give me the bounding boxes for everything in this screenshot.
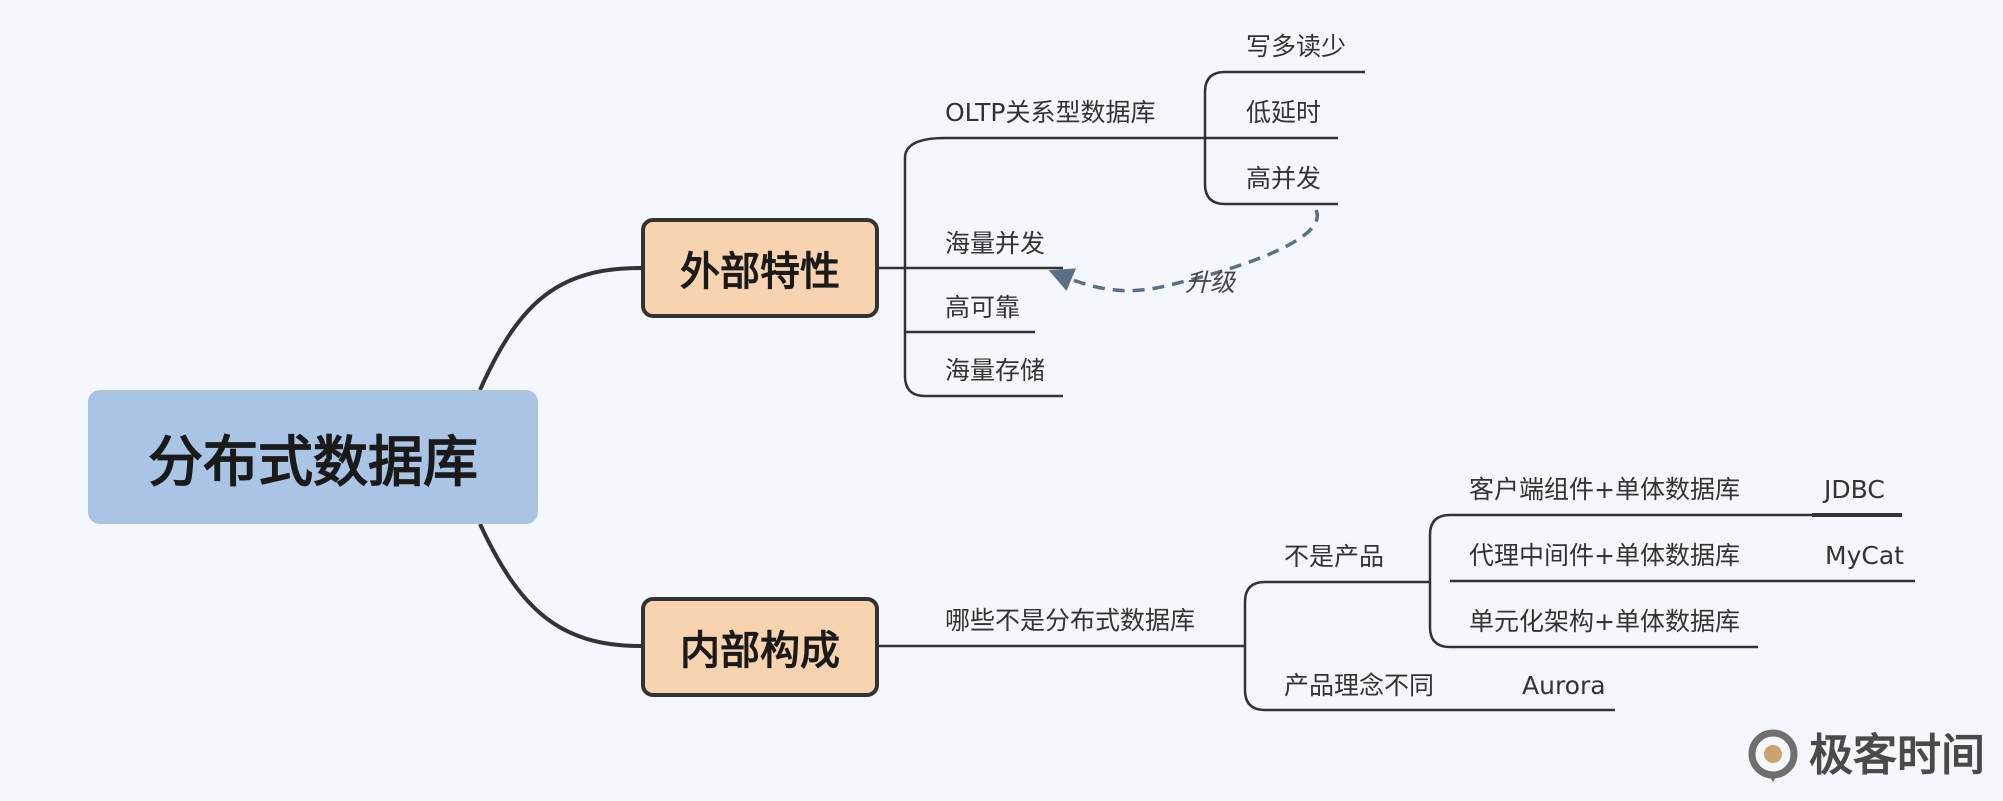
- example-aurora: Aurora: [1522, 671, 1606, 700]
- node-high-concurrency: 高并发: [1246, 164, 1322, 193]
- connector-root-to-external: [478, 266, 642, 391]
- node-not-product: 不是产品: [1284, 542, 1385, 571]
- node-write-heavy: 写多读少: [1246, 32, 1347, 61]
- example-jdbc: JDBC: [1824, 475, 1885, 504]
- example-mycat: MyCat: [1825, 541, 1904, 570]
- geektime-logo-icon: [1748, 729, 1798, 782]
- node-client-component: 客户端组件+单体数据库: [1469, 475, 1740, 504]
- node-unitized-architecture: 单元化架构+单体数据库: [1469, 607, 1740, 636]
- branch-internal-composition: 内部构成: [641, 597, 879, 697]
- node-proxy-middleware: 代理中间件+单体数据库: [1469, 541, 1740, 570]
- connector-root-to-internal: [478, 523, 642, 648]
- node-massive-concurrency: 海量并发: [945, 229, 1046, 258]
- node-low-latency: 低延时: [1246, 98, 1322, 127]
- connector-not-product-trunk: [1405, 513, 1915, 649]
- relation-upgrade-label: 升级: [1185, 268, 1236, 297]
- relation-upgrade-arrow: [1048, 209, 1320, 293]
- connector-not-distributed-trunk: [1243, 580, 1615, 712]
- brand-logo: 极客时间: [1745, 728, 1985, 784]
- node-not-distributed: 哪些不是分布式数据库: [945, 606, 1196, 635]
- connector-oltp-trunk: [1203, 70, 1365, 206]
- branch-external-features: 外部特性: [641, 218, 879, 318]
- node-oltp: OLTP关系型数据库: [945, 98, 1156, 127]
- logo-text: 极客时间: [1809, 730, 1985, 781]
- node-mass-storage: 海量存储: [945, 356, 1046, 385]
- root-node: 分布式数据库: [88, 390, 538, 524]
- node-high-reliability: 高可靠: [945, 293, 1021, 322]
- node-different-concept: 产品理念不同: [1284, 671, 1435, 700]
